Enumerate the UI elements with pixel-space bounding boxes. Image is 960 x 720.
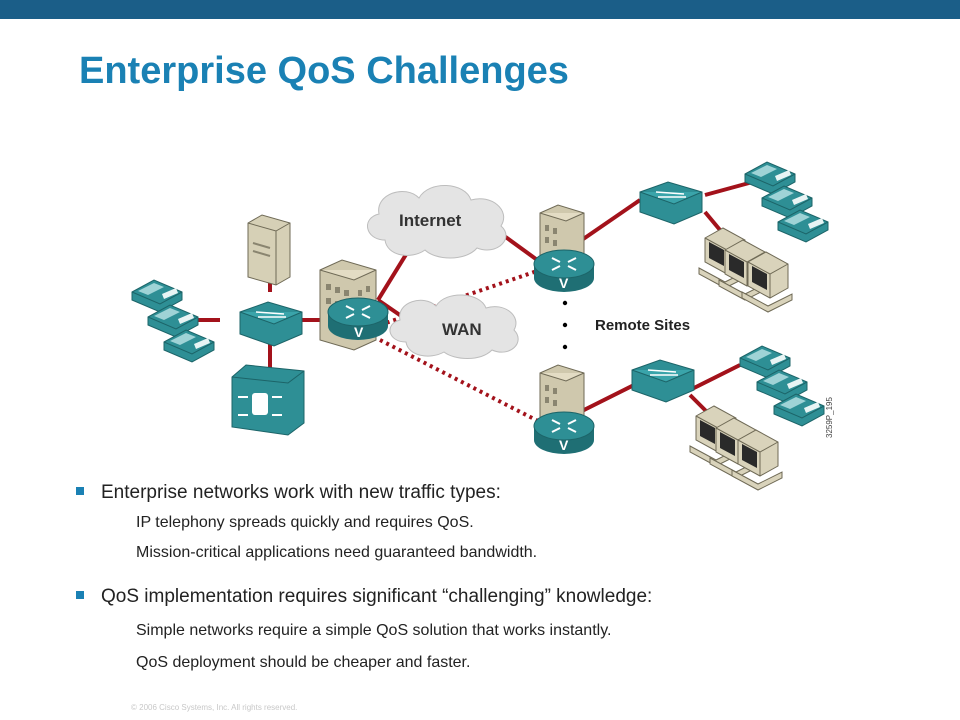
bullet-marker-icon [76,590,84,599]
figure-id: 3259P_195 [825,397,834,438]
continuation-dots [562,300,568,350]
slide-title: Enterprise QoS Challenges [79,50,569,92]
svg-text:V: V [559,275,569,291]
svg-text:Internet: Internet [399,211,462,230]
bullet-2-text: QoS implementation requires significant … [101,586,653,607]
svg-text:V: V [354,324,364,340]
bullet-2: QoS implementation requires significant … [76,586,652,608]
cloud-icon: Internet [367,185,507,259]
switch-icon [639,181,703,225]
bullet-2-sub-2: QoS deployment should be cheaper and fas… [136,654,471,671]
cloud-icon: WAN [389,294,519,359]
pc-icon [741,251,793,313]
switch-icon [631,359,695,403]
router-icon: V [533,411,595,454]
copyright: © 2006 Cisco Systems, Inc. All rights re… [131,703,298,712]
pc-icon [731,429,783,491]
switch-icon [239,301,303,347]
remote-sites-label: Remote Sites [595,317,690,334]
bullet-1-sub-2: Mission-critical applications need guara… [136,544,538,561]
pbx-icon [231,364,305,436]
top-bar [0,0,960,19]
bullet-1-text: Enterprise networks work with new traffi… [101,482,501,503]
svg-text:V: V [559,437,569,453]
server-icon [247,214,291,286]
bullet-2-sub-1: Simple networks require a simple QoS sol… [136,622,612,639]
network-diagram: V Internet WAN V Remote Sites V [131,161,834,491]
bullet-1-sub-1: IP telephony spreads quickly and require… [136,514,474,531]
router-icon: V [533,249,595,292]
svg-text:WAN: WAN [442,320,482,339]
bullet-marker-icon [76,486,84,495]
bullet-1: Enterprise networks work with new traffi… [76,482,501,504]
router-icon: V [327,297,389,340]
